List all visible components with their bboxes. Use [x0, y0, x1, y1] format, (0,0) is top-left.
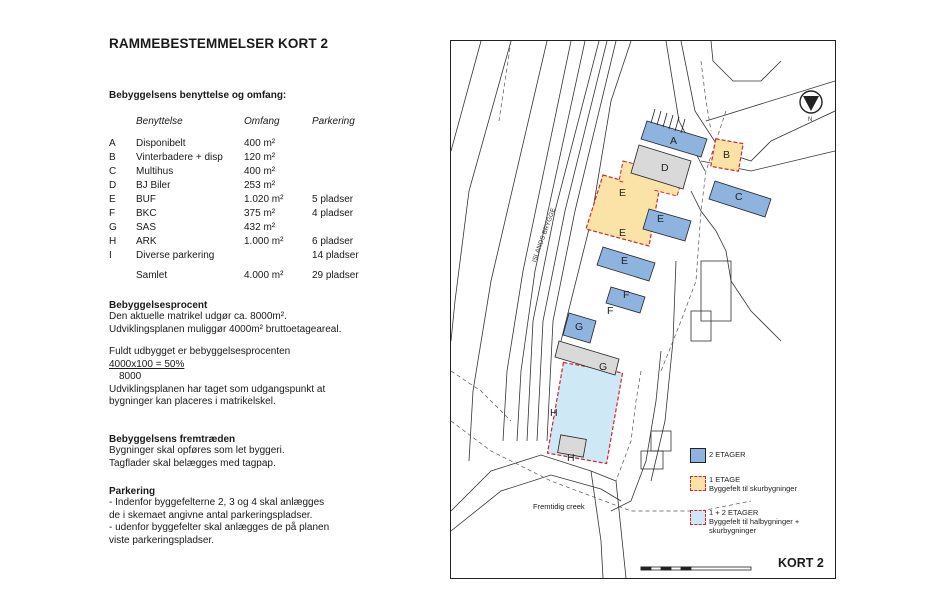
map-label-a: A: [670, 135, 678, 147]
north-label: N: [808, 117, 813, 123]
map-label-h1: H: [550, 407, 558, 419]
building-f: [605, 286, 646, 314]
appearance-section: Bebyggelsens fremtræden Bygninger skal o…: [109, 434, 409, 470]
map-label-d: D: [661, 162, 669, 174]
building-g: [562, 312, 597, 344]
map-label-e3: E: [619, 227, 627, 239]
site-map-drawing: [451, 41, 835, 578]
building-field-b-yellow: [710, 138, 744, 172]
building-g-grey: [554, 340, 620, 376]
map-label-f2: F: [607, 305, 614, 317]
col-header-parking: Parkering: [312, 116, 355, 127]
map-title: KORT 2: [778, 556, 824, 570]
map-label-e1: E: [619, 187, 627, 199]
fraction-denominator: 8000: [119, 371, 142, 382]
usage-heading: Bebyggelsens benyttelse og omfang:: [109, 90, 287, 101]
map-label-c: C: [735, 191, 743, 203]
building-e-lower: [596, 246, 656, 282]
legend-swatch-yellow: [690, 476, 706, 491]
legend-swatch-light-blue: [690, 510, 706, 525]
map-label-e2: E: [657, 213, 665, 225]
page-title: RAMMEBESTEMMELSER KORT 2: [109, 36, 329, 51]
map-label-f1: F: [623, 289, 630, 301]
percentage-section: Bebyggelsesprocent Den aktuelle matrikel…: [109, 300, 409, 409]
map-label-h2: H: [567, 452, 575, 464]
stairs-hatch: [650, 108, 686, 134]
creek-label: Fremtidig creek: [533, 502, 585, 511]
building-h-grey: [557, 434, 587, 458]
appearance-heading: Bebyggelsens fremtræden: [109, 434, 236, 445]
legend-swatch-blue: [690, 448, 706, 463]
col-header-use: Benyttelse: [136, 116, 183, 127]
scale-bar: [640, 566, 752, 571]
map-dashed-paths: [451, 41, 752, 512]
parking-heading: Parkering: [109, 486, 156, 497]
building-d: [630, 144, 692, 190]
site-map: A B C D E E E E F F G G H H ISLANDS BRYG…: [450, 40, 836, 579]
map-label-g1: G: [575, 321, 584, 333]
north-arrow-icon: [799, 90, 823, 114]
legend-item-3: 1 + 2 ETAGER Byggefelt til halbygninger …: [709, 508, 800, 535]
building-field-e2-yellow: [607, 211, 651, 241]
legend-item-2: 1 ETAGE Byggefelt til skurbygninger: [709, 475, 797, 493]
map-label-b: B: [723, 149, 731, 161]
building-a: [640, 120, 708, 158]
text-column: RAMMEBESTEMMELSER KORT 2 Bebyggelsens be…: [109, 36, 409, 546]
map-linework: [451, 41, 835, 578]
map-label-g2: G: [599, 361, 608, 373]
fraction-numerator: 4000x100 = 50%: [109, 358, 185, 370]
parking-section: Parkering - Indenfor byggefelterne 2, 3 …: [109, 486, 409, 547]
map-label-e4: E: [621, 255, 629, 267]
col-header-area: Omfang: [244, 116, 280, 127]
legend-item-1: 2 ETAGER: [709, 450, 746, 459]
building-c: [708, 180, 772, 218]
table-header-row: Benyttelse Omfang Parkering: [109, 115, 382, 137]
percentage-heading: Bebyggelsesprocent: [109, 300, 208, 311]
building-e-upper: [642, 208, 692, 242]
